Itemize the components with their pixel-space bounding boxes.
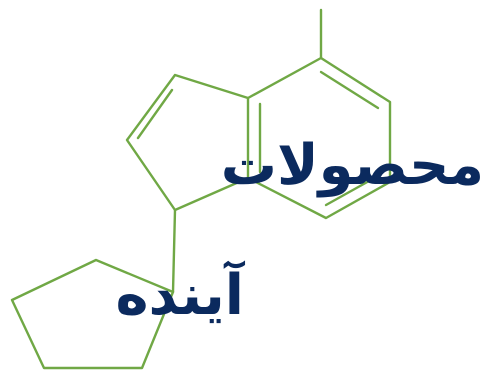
benzene-inner-bond-2 <box>324 174 380 207</box>
linking-bond <box>171 208 177 294</box>
heading-line-2: آینده <box>115 263 245 328</box>
cyclopentene-inner-bond <box>136 88 174 140</box>
cyclopentane-ring <box>10 258 175 370</box>
cyclopentene-ring <box>125 73 250 212</box>
benzene-inner-bond-1 <box>319 70 380 110</box>
heading-line-1: محصولات <box>220 133 484 198</box>
